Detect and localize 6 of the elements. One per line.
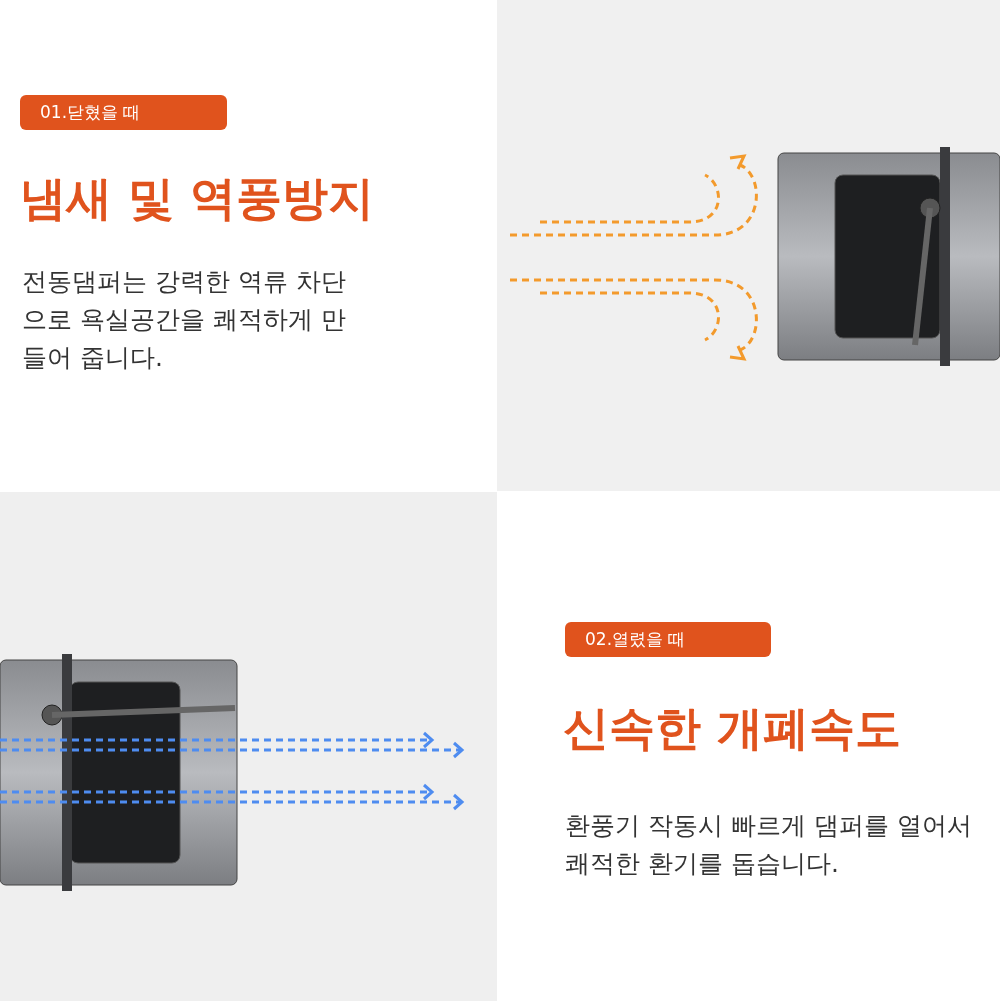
section-badge: 01.닫혔을 때 — [20, 95, 227, 130]
heading: 신속한 개폐속도 — [563, 700, 901, 757]
description-text: 환풍기 작동시 빠르게 댐퍼를 열어서 쾌적한 환기를 돕습니다. — [565, 810, 973, 880]
description-text: 전동댐퍼는 강력한 역류 차단으로 욕실공간을 쾌적하게 만들어 줍니다. — [22, 266, 347, 374]
section-badge: 02.열렸을 때 — [565, 622, 771, 657]
heading: 냄새 및 역풍방지 — [20, 170, 375, 227]
